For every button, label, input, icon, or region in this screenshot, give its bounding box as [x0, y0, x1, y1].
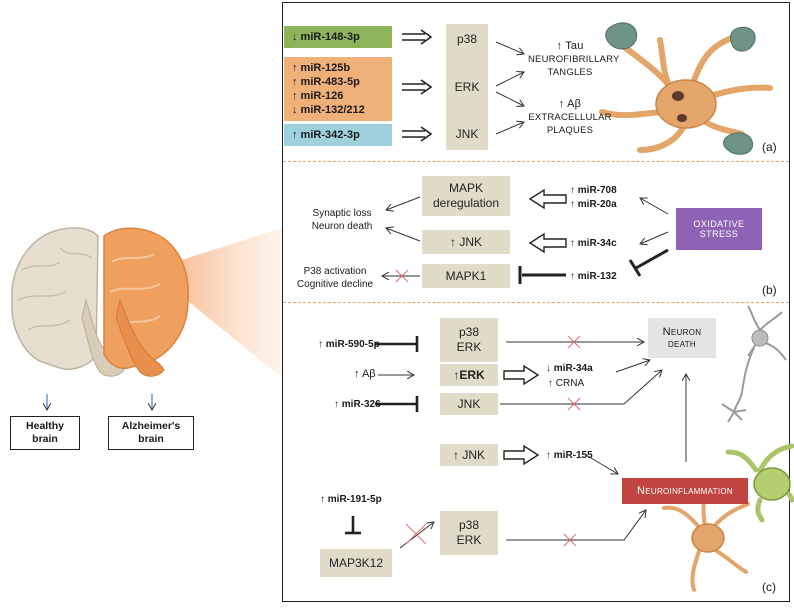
cognitive-line: Cognitive decline: [296, 279, 374, 290]
panel-c-crosses: [405, 335, 581, 547]
abeta-c: ↑ Aβ: [354, 368, 376, 380]
panel-a-arrows: [402, 29, 433, 142]
mir-326: ↑ miR-326: [334, 399, 381, 410]
neuron-line: Neuron: [662, 326, 702, 338]
jnk-box-b: ↑ JNK: [422, 230, 510, 254]
mir-34c: ↑ miR-34c: [570, 238, 617, 249]
kinase-jnk: JNK: [455, 127, 479, 141]
mir-708-20a: ↑ miR-708 ↑ miR-20a: [570, 184, 617, 212]
mir-132: ↑ miR-132: [570, 271, 617, 282]
panel-label-c: (c): [762, 580, 776, 594]
panel-label-b: (b): [762, 283, 777, 297]
mir-132-212-label: ↓ miR-132/212: [292, 104, 365, 116]
map3k12-box: MAP3K12: [320, 549, 392, 577]
p38-2-label: p38: [458, 518, 480, 532]
healthy-brain-line: brain: [32, 433, 58, 445]
panel-c-inhibitors: [345, 336, 419, 535]
mir-483-label: ↑ miR-483-5p: [292, 76, 360, 88]
deregulation-line: deregulation: [432, 196, 500, 210]
mir-148-label: ↓ miR-148-3p: [292, 31, 360, 43]
inhibit-oxidative: [635, 248, 669, 270]
mir-125b-label: ↑ miR-125b: [292, 62, 351, 74]
plaques-line: PLAQUES: [546, 125, 594, 136]
panel-b-open-arrows: [528, 188, 567, 254]
p38-erk-box-1: p38 ERK: [440, 318, 498, 362]
oxidative-label: OXIDATIVE STRESS: [693, 219, 745, 239]
panel-separator-bc: [283, 302, 789, 303]
p38-activation: P38 activation Cognitive decline: [292, 265, 378, 291]
outcome-abeta: ↑ Aβ EXTRACELLULAR PLAQUES: [528, 98, 612, 137]
panel-frame: [282, 2, 790, 602]
healthy-brain-illustration: [11, 227, 125, 377]
jnk2-c-label: ↑ JNK: [452, 447, 485, 462]
mir-155: ↑ miR-155: [546, 450, 593, 461]
panel-separator-ab: [283, 161, 789, 162]
p38-activation-line: P38 activation: [303, 266, 367, 277]
panel-label-a: (a): [762, 140, 777, 154]
mir-20a-label: ↑ miR-20a: [570, 199, 617, 210]
mapk1-label: MAPK1: [445, 268, 487, 283]
mir-590: ↑ miR-590-5p: [318, 339, 380, 350]
alzheimer-brain-line: brain: [138, 433, 164, 445]
panel-c-open-arrows: [503, 364, 540, 466]
neuron-death-line: Neuron death: [311, 221, 373, 232]
tangles-line: TANGLES: [547, 67, 593, 78]
p38-1-label: p38: [458, 325, 480, 339]
panel-c-thin-arrows: [378, 342, 686, 549]
cross-b: [395, 269, 409, 283]
astrocyte-illustration: [662, 494, 750, 592]
crna: ↑ CRNA: [548, 378, 585, 389]
mapk1-box: MAPK1: [422, 264, 510, 288]
erk-2-label: ERK: [456, 533, 482, 547]
outcome-tau: ↑ Tau NEUROFIBRILLARY TANGLES: [528, 40, 620, 79]
alzheimer-brain-illustration: [103, 227, 189, 377]
mir-708-label: ↑ miR-708: [570, 185, 617, 196]
mapk-line: MAPK: [448, 181, 483, 195]
p38-erk-box-2: p38 ERK: [440, 511, 498, 555]
jnk-c-label: JNK: [457, 396, 481, 411]
kinase-p38: p38: [456, 32, 478, 46]
erk-c-label: ↑ERK: [453, 367, 485, 382]
panel-a-thin-arrows: [495, 41, 524, 135]
extracellular-line: EXTRACELLULAR: [528, 112, 612, 123]
neuron-illustration-a: [599, 22, 773, 155]
death-line: death: [667, 338, 697, 350]
erk-box-c: ↑ERK: [440, 364, 498, 386]
jnk2-box-c: ↑ JNK: [440, 444, 498, 466]
neuron-illustration-c: [721, 305, 787, 423]
mir-orange-box: ↑ miR-125b ↑ miR-483-5p ↑ miR-126 ↓ miR-…: [284, 57, 392, 121]
jnk-b-label: ↑ JNK: [449, 234, 482, 249]
mir-126-label: ↑ miR-126: [292, 90, 344, 102]
neuroinflammation-box: Neuroinflammation: [622, 478, 748, 504]
alzheimer-line: Alzheimer's: [121, 420, 181, 432]
tau-line: ↑ Tau: [556, 40, 584, 52]
mir-148-box: ↓ miR-148-3p: [284, 26, 392, 48]
nft-line: NEUROFIBRILLARY: [528, 54, 620, 65]
mir-342-label: ↑ miR-342-3p: [292, 129, 360, 141]
panel-b-thin-arrows: [382, 196, 669, 276]
kinase-erk: ERK: [454, 79, 480, 94]
jnk-box-c: JNK: [440, 393, 498, 415]
microglia-illustration: [725, 443, 794, 523]
synaptic-loss: Synaptic loss Neuron death: [304, 207, 380, 233]
neuron-death-box: Neuron death: [648, 318, 716, 358]
synaptic-line: Synaptic loss: [312, 208, 372, 219]
mir-342-box: ↑ miR-342-3p: [284, 124, 392, 146]
neuroinflammation-label: Neuroinflammation: [636, 485, 733, 497]
map3k12-label: MAP3K12: [328, 555, 384, 570]
mapk-deregulation-box: MAPK deregulation: [422, 176, 510, 216]
healthy-line: Healthy: [26, 420, 64, 432]
kinase-column: p38 ERK JNK: [446, 24, 488, 150]
erk-1-label: ERK: [456, 340, 482, 354]
oxidative-stress-box: OXIDATIVE STRESS: [676, 208, 762, 250]
abeta-line: ↑ Aβ: [558, 98, 582, 110]
alzheimer-brain-label: Alzheimer's brain: [108, 416, 194, 450]
healthy-brain-label: Healthy brain: [10, 416, 80, 450]
mir-34a: ↓ miR-34a: [546, 363, 593, 374]
mir-191: ↑ miR-191-5p: [320, 494, 382, 505]
